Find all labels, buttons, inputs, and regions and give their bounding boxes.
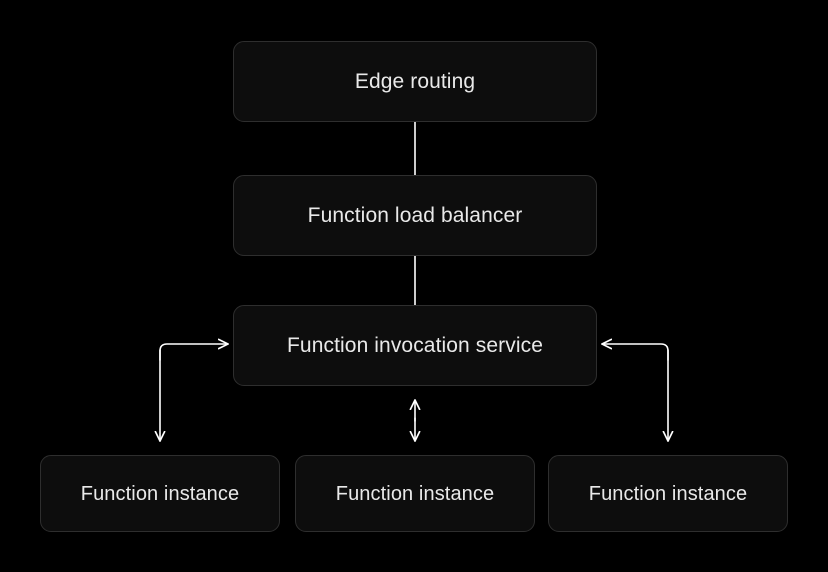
- node-function-instance-right[interactable]: Function instance: [548, 455, 788, 532]
- node-function-invocation-service-label: Function invocation service: [287, 333, 543, 357]
- connector-instance-left-to-invocation: [159, 344, 228, 361]
- node-function-instance-left[interactable]: Function instance: [40, 455, 280, 532]
- node-edge-routing[interactable]: Edge routing: [233, 41, 597, 122]
- node-function-instance-right-label: Function instance: [588, 482, 748, 505]
- connector-instance-right-to-invocation: [602, 344, 669, 361]
- node-function-instance-middle-label: Function instance: [335, 482, 495, 505]
- node-function-instance-middle[interactable]: Function instance: [295, 455, 535, 532]
- node-function-invocation-service[interactable]: Function invocation service: [233, 305, 597, 386]
- node-edge-routing-label: Edge routing: [354, 69, 476, 93]
- node-function-load-balancer[interactable]: Function load balancer: [233, 175, 597, 256]
- node-function-instance-left-label: Function instance: [80, 482, 240, 505]
- node-function-load-balancer-label: Function load balancer: [307, 203, 523, 227]
